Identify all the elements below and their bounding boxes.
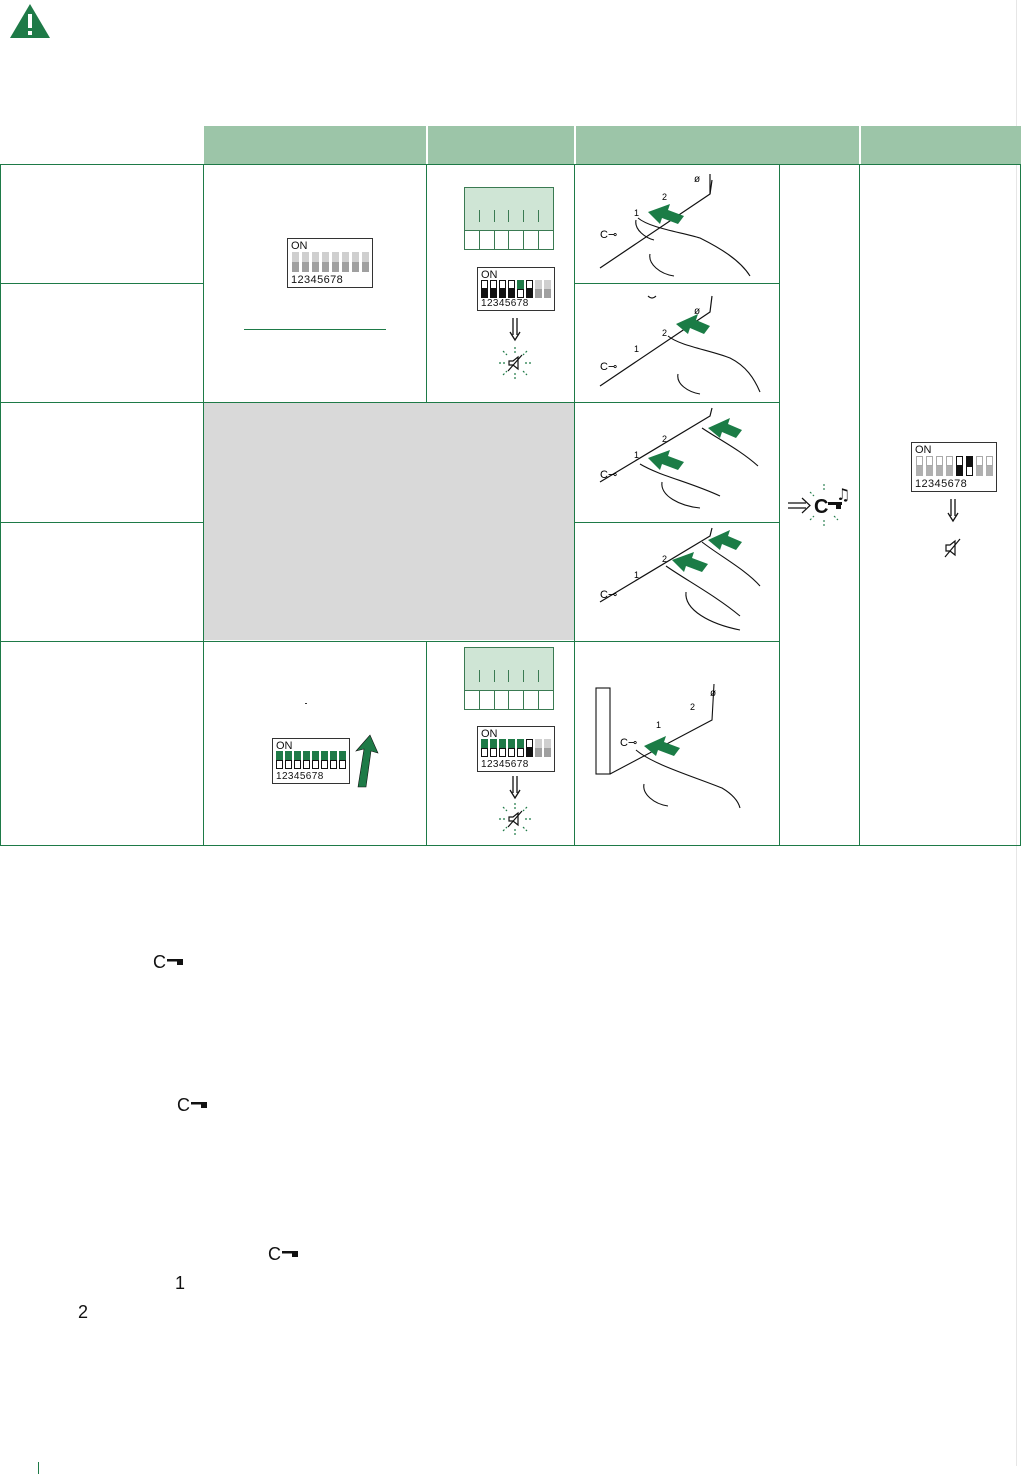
svg-text:C⊸: C⊸ (620, 737, 637, 749)
svg-text:2: 2 (662, 192, 667, 202)
table-header-cell-3 (576, 126, 859, 164)
key-icon: C (268, 1244, 298, 1263)
display-panel (464, 647, 554, 710)
mute-speaker-icon (499, 803, 531, 835)
svg-text:1: 1 (634, 344, 639, 354)
grid-line (0, 283, 204, 284)
table-header-cell-1 (204, 126, 426, 164)
svg-text:C⊸: C⊸ (600, 361, 617, 373)
grid-line (203, 164, 204, 846)
dip-on-label: ON (276, 740, 293, 752)
dip-switch-final: ON 12345678 (911, 442, 997, 492)
digit-two: 2 (78, 1302, 89, 1322)
small-dot (305, 703, 307, 704)
dip-switch-all-off: ON 12345678 (287, 238, 373, 288)
mute-speaker-icon (944, 538, 961, 558)
panel-press-key-button-illustration: 2 1 ø C⊸ (595, 683, 741, 809)
down-arrow-icon (509, 318, 521, 342)
dip-numbers-label: 12345678 (915, 478, 968, 490)
svg-text:C: C (177, 1095, 190, 1114)
table-header-cell-2 (428, 126, 574, 164)
svg-text:C: C (153, 952, 166, 971)
grid-line (574, 522, 779, 523)
key-icon: C (153, 952, 183, 971)
down-arrow-icon (947, 499, 959, 523)
svg-text:2: 2 (662, 554, 667, 564)
key-confirm-tone-icon: C ♫ (788, 484, 850, 526)
link-underline (244, 329, 386, 330)
dip-switch-all-on: ON 12345678 (272, 738, 350, 784)
svg-text:C: C (268, 1244, 281, 1263)
grid-line (426, 164, 427, 403)
svg-text:ø: ø (694, 174, 700, 185)
grid-line (0, 402, 779, 403)
dip-on-label: ON (481, 728, 498, 740)
svg-text:2: 2 (690, 702, 695, 712)
grid-line (426, 641, 427, 846)
svg-text:C: C (814, 496, 828, 518)
grid-line (0, 164, 1, 846)
dip-on-label: ON (291, 240, 308, 252)
svg-text:2: 2 (662, 434, 667, 444)
table-merged-grey-cell (204, 403, 574, 640)
panel-press-key-1-illustration: 2 1 ø C⊸ (599, 174, 751, 277)
warning-triangle-icon (10, 4, 50, 38)
svg-text:1: 1 (634, 208, 639, 218)
dip-numbers-label: 12345678 (481, 759, 529, 770)
digit-one: 1 (175, 1273, 186, 1293)
panel-press-key-2-and-mute-illustration: 2 1 C⊸ (599, 527, 761, 631)
svg-text:ø: ø (710, 688, 716, 699)
svg-text:1: 1 (656, 720, 661, 730)
display-panel (464, 187, 554, 250)
svg-text:ø: ø (694, 306, 700, 317)
grid-line (0, 164, 1021, 165)
dip-switch-config: ON 12345678 (477, 726, 555, 772)
grid-line (779, 164, 780, 846)
footer-marker (38, 1462, 39, 1474)
svg-text:C⊸: C⊸ (600, 469, 617, 481)
down-arrow-icon (509, 776, 521, 800)
table-header-cell-4 (861, 126, 1021, 164)
grid-line (574, 283, 779, 284)
grid-line (574, 164, 575, 846)
mute-speaker-icon (499, 347, 531, 379)
dip-numbers-label: 12345678 (481, 298, 529, 309)
panel-press-key-2-illustration: 2 1 ø C⊸ (599, 295, 761, 395)
grid-line (0, 641, 779, 642)
svg-text:♫: ♫ (836, 485, 850, 504)
panel-press-key-1-and-mute-illustration: 2 1 C⊸ (599, 407, 759, 509)
grid-line (0, 845, 1021, 846)
dip-numbers-label: 12345678 (291, 274, 344, 286)
svg-text:C⊸: C⊸ (600, 589, 617, 601)
key-icon: C (177, 1095, 207, 1114)
svg-text:1: 1 (634, 570, 639, 580)
svg-text:C⊸: C⊸ (600, 229, 617, 241)
dip-switch-config: ON 12345678 (477, 267, 555, 311)
dip-numbers-label: 12345678 (276, 771, 324, 782)
svg-text:2: 2 (662, 328, 667, 338)
up-arrow-icon (355, 734, 379, 788)
grid-line (0, 522, 204, 523)
svg-text:1: 1 (634, 450, 639, 460)
dip-on-label: ON (915, 444, 932, 456)
dip-on-label: ON (481, 269, 498, 281)
grid-line (859, 164, 860, 846)
page-right-edge (1016, 0, 1017, 1466)
